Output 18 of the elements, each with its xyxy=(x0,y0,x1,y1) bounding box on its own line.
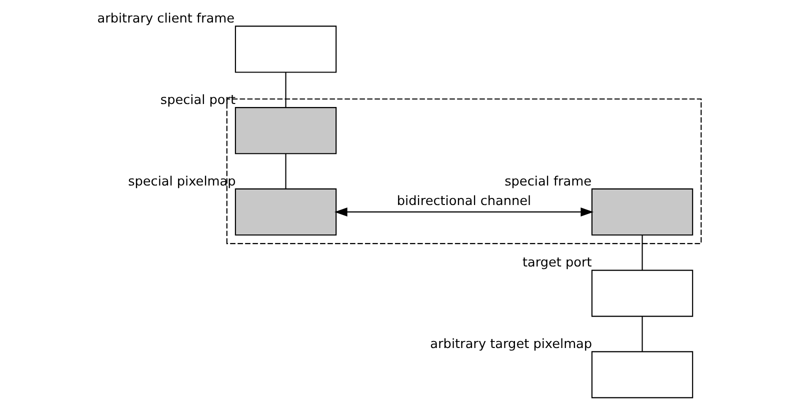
node-label: special pixelmap xyxy=(128,174,236,190)
connector xyxy=(641,235,642,270)
node-box xyxy=(234,188,336,236)
node-label: arbitrary client frame xyxy=(96,12,234,27)
node-box xyxy=(234,26,336,73)
node-box xyxy=(590,188,693,236)
connector xyxy=(641,316,642,352)
arrow xyxy=(334,207,594,216)
node-label: arbitrary target pixelmap xyxy=(430,337,592,352)
node-label: special port xyxy=(160,92,236,108)
node-box xyxy=(234,107,336,154)
node-label: target port xyxy=(522,256,592,271)
node-box xyxy=(590,270,693,317)
node-box xyxy=(590,351,693,398)
connector xyxy=(284,154,286,189)
node-label: special frame xyxy=(504,174,592,190)
connector xyxy=(284,72,286,108)
edge-label: bidirectional channel xyxy=(396,194,531,210)
